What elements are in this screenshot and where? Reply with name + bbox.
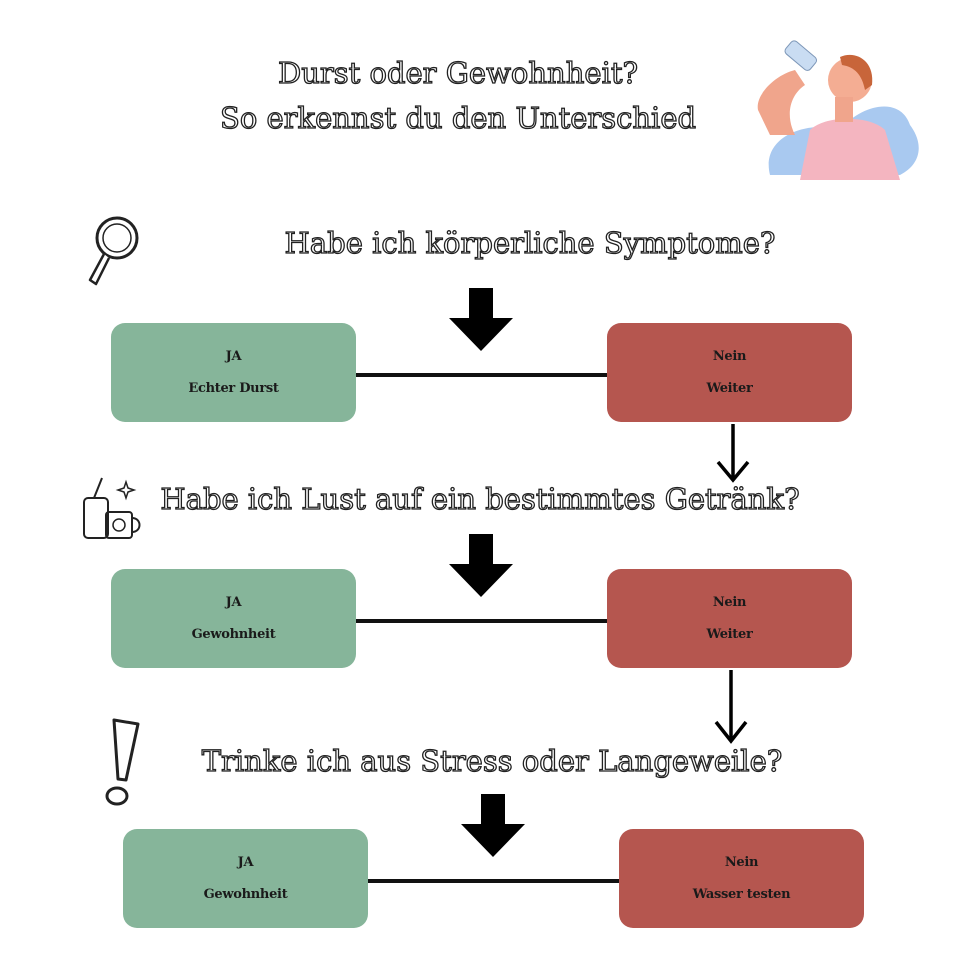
no-result: Wasser testen: [692, 887, 791, 902]
yes-label: JA: [225, 595, 242, 610]
yes-result: Gewohnheit: [203, 887, 288, 902]
arrow-down-thin-icon: [716, 424, 750, 483]
no-label: Nein: [724, 855, 759, 870]
question-2: Habe ich Lust auf ein bestimmtes Getränk…: [160, 481, 801, 516]
yes-label: JA: [225, 349, 242, 364]
title-line-2: So erkennst du den Unterschied: [219, 100, 697, 135]
connector-line: [356, 619, 607, 623]
arrow-down-icon: [461, 794, 525, 857]
no-box-1: Nein Weiter: [607, 323, 852, 422]
connector-line: [368, 879, 619, 883]
yes-result: Echter Durst: [188, 381, 279, 396]
no-box-3: Nein Wasser testen: [619, 829, 864, 928]
no-label: Nein: [712, 349, 747, 364]
yes-box-3: JA Gewohnheit: [123, 829, 368, 928]
question-3: Trinke ich aus Stress oder Langeweile?: [201, 743, 783, 778]
drinks-icon: [83, 477, 141, 539]
yes-label: JA: [237, 855, 254, 870]
arrow-down-icon: [449, 534, 513, 597]
person-drinking-illustration: [757, 40, 919, 180]
yes-box-2: JA Gewohnheit: [111, 569, 356, 668]
arrow-down-thin-icon: [714, 670, 748, 744]
no-result: Weiter: [706, 627, 753, 642]
title-line-1: Durst oder Gewohnheit?: [277, 55, 639, 90]
no-result: Weiter: [706, 381, 753, 396]
connector-line: [356, 373, 607, 377]
question-1: Habe ich körperliche Symptome?: [284, 225, 776, 260]
yes-box-1: JA Echter Durst: [111, 323, 356, 422]
exclamation-icon: [105, 718, 140, 806]
no-label: Nein: [712, 595, 747, 610]
arrow-down-icon: [449, 288, 513, 351]
magnifier-icon: [88, 216, 139, 286]
no-box-2: Nein Weiter: [607, 569, 852, 668]
yes-result: Gewohnheit: [191, 627, 276, 642]
